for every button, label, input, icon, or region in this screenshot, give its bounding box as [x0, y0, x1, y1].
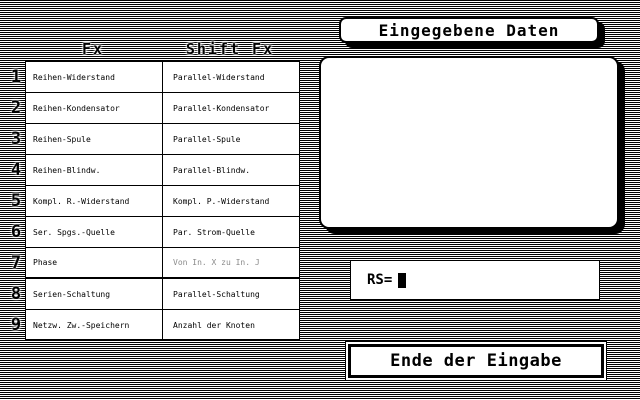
table-row: Reihen-Kondensator Parallel-Kondensator — [26, 93, 299, 124]
shift-fx-parallel-widerstand[interactable]: Parallel-Widerstand — [173, 72, 265, 82]
end-input-button[interactable]: Ende der Eingabe — [348, 344, 604, 378]
rs-input-label: RS= — [367, 272, 393, 288]
row-number: 1 — [10, 66, 22, 87]
table-row: Phase Von In. X zu In. J — [26, 248, 299, 279]
shift-fx-von-in-x-zu-in-j: Von In. X zu In. J — [173, 258, 260, 267]
text-cursor — [398, 272, 407, 288]
column-header-shift-fx: Shift Fx — [185, 40, 275, 58]
fx-reihen-spule[interactable]: Reihen-Spule — [26, 124, 163, 154]
shift-fx-anzahl-der-knoten[interactable]: Anzahl der Knoten — [173, 321, 255, 330]
row-number: 7 — [10, 252, 22, 273]
table-row: Reihen-Blindw. Parallel-Blindw. — [26, 155, 299, 186]
table-row: Serien-Schaltung Parallel-Schaltung — [26, 279, 299, 310]
shift-fx-parallel-kondensator[interactable]: Parallel-Kondensator — [173, 103, 270, 113]
table-row: Reihen-Spule Parallel-Spule — [26, 124, 299, 155]
row-number: 3 — [10, 128, 22, 149]
shift-fx-par-strom-quelle[interactable]: Par. Strom-Quelle — [173, 227, 255, 237]
row-number: 9 — [10, 314, 22, 335]
table-row: Reihen-Widerstand Parallel-Widerstand — [26, 62, 299, 93]
fx-ser-spgs-quelle[interactable]: Ser. Spgs.-Quelle — [26, 217, 163, 247]
fx-netzw-zw-speichern[interactable]: Netzw. Zw.-Speichern — [26, 310, 163, 341]
table-row: Ser. Spgs.-Quelle Par. Strom-Quelle — [26, 217, 299, 248]
table-row: Netzw. Zw.-Speichern Anzahl der Knoten — [26, 310, 299, 341]
row-number: 5 — [10, 190, 22, 211]
fx-reihen-kondensator[interactable]: Reihen-Kondensator — [26, 93, 163, 123]
fx-phase[interactable]: Phase — [26, 248, 163, 277]
column-header-fx: Fx — [81, 40, 105, 58]
fx-reihen-widerstand[interactable]: Reihen-Widerstand — [26, 62, 163, 92]
shift-fx-parallel-schaltung[interactable]: Parallel-Schaltung — [173, 289, 260, 299]
row-number: 6 — [10, 221, 22, 242]
shift-fx-kompl-p-widerstand[interactable]: Kompl. P.-Widerstand — [173, 196, 270, 206]
row-number: 4 — [10, 159, 22, 180]
shift-fx-parallel-spule[interactable]: Parallel-Spule — [173, 134, 241, 144]
shift-fx-parallel-blindw[interactable]: Parallel-Blindw. — [173, 165, 251, 175]
rs-input-field[interactable]: RS= — [350, 260, 600, 300]
fx-reihen-blindw[interactable]: Reihen-Blindw. — [26, 155, 163, 185]
page-title: Eingegebene Daten — [339, 17, 599, 43]
row-number: 8 — [10, 283, 22, 304]
data-panel — [319, 56, 619, 229]
fx-serien-schaltung[interactable]: Serien-Schaltung — [26, 279, 163, 309]
fx-kompl-r-widerstand[interactable]: Kompl. R.-Widerstand — [26, 186, 163, 216]
function-table: Reihen-Widerstand Parallel-Widerstand Re… — [25, 61, 300, 341]
row-number: 2 — [10, 97, 22, 118]
table-row: Kompl. R.-Widerstand Kompl. P.-Widerstan… — [26, 186, 299, 217]
